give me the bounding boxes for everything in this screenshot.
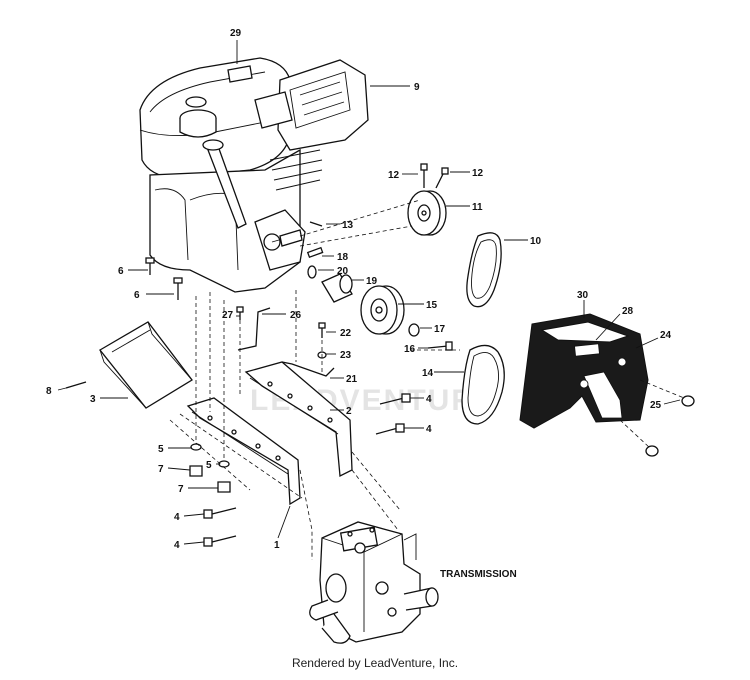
part-label: 28 — [622, 306, 634, 317]
part-label: 4 — [174, 512, 180, 523]
fastener-stack — [145, 257, 327, 493]
washer — [307, 265, 317, 279]
bolt-4-upper — [375, 393, 411, 435]
lower-pulley — [360, 285, 405, 335]
bracket-2 — [244, 361, 353, 478]
part-label: 20 — [337, 266, 349, 277]
part-label: 5 — [206, 460, 212, 471]
part-label: 12 — [472, 168, 484, 179]
part-label: 22 — [340, 328, 352, 339]
belt-guard — [519, 313, 649, 429]
footer-credit: Rendered by LeadVenture, Inc. — [291, 656, 459, 670]
part-label: 4 — [174, 540, 180, 551]
part-label: 10 — [530, 236, 542, 247]
part-label: 21 — [346, 374, 358, 385]
part-label: 16 — [404, 344, 416, 355]
nut-25 — [645, 395, 695, 457]
part-label: 14 — [422, 368, 434, 379]
bolt-13 — [309, 221, 323, 227]
part-label: 24 — [660, 330, 672, 341]
leader-lines — [57, 40, 681, 545]
bracket-1 — [186, 397, 301, 506]
part-label: 12 — [388, 170, 400, 181]
part-label: 18 — [337, 252, 349, 263]
upper-belt — [466, 232, 502, 308]
part-label: 6 — [118, 266, 124, 277]
part-label: 4 — [426, 394, 432, 405]
part-label: 25 — [650, 400, 662, 411]
part-label: 8 — [46, 386, 52, 397]
part-label: 11 — [472, 202, 483, 213]
transmission-label: TRANSMISSION — [440, 569, 517, 580]
part-label: 29 — [230, 28, 242, 39]
part-label: 15 — [426, 300, 438, 311]
rod-21 — [281, 361, 335, 377]
bolt-8 — [65, 381, 87, 389]
bracket-3 — [99, 321, 193, 409]
transmission — [309, 521, 439, 644]
part-label: 5 — [158, 444, 164, 455]
part-label: 19 — [366, 276, 378, 287]
muffler-assembly — [254, 59, 369, 151]
bolt-4-lower — [203, 507, 237, 547]
upper-pulley — [407, 190, 447, 236]
part-label: 2 — [346, 406, 352, 417]
part-label: 9 — [414, 82, 420, 93]
part-label: 4 — [426, 424, 432, 435]
rod-26 — [237, 307, 271, 351]
part-label: 7 — [178, 484, 184, 495]
bolt-16 — [427, 341, 453, 351]
part-label: 26 — [290, 310, 302, 321]
part-label: 3 — [90, 394, 96, 405]
part-label: 1 — [274, 540, 280, 551]
part-label: 6 — [134, 290, 140, 301]
part-label: 7 — [158, 464, 164, 475]
part-labels: 29 9 12 12 11 13 10 6 18 20 19 6 15 27 2… — [46, 28, 672, 580]
spacer — [321, 273, 353, 303]
part-label: 13 — [342, 220, 354, 231]
set-screws — [420, 163, 449, 189]
part-label: 17 — [434, 324, 446, 335]
part-label: 27 — [222, 310, 234, 321]
key — [306, 246, 324, 259]
lower-belt — [461, 344, 505, 425]
washer-17 — [408, 323, 420, 337]
part-label: 30 — [577, 290, 589, 301]
part-label: 23 — [340, 350, 352, 361]
